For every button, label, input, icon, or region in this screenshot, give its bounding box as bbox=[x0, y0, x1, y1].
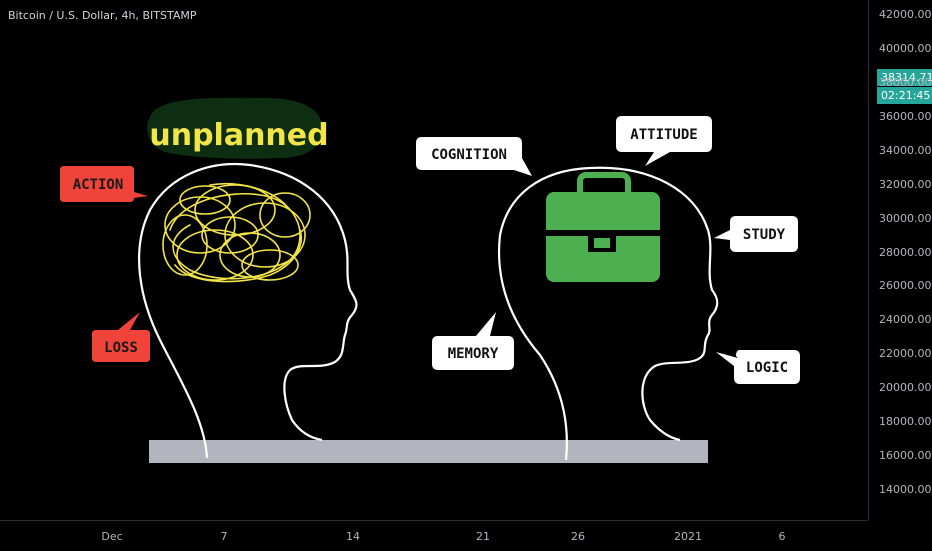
countdown-badge: 02:21:45 bbox=[877, 86, 932, 104]
y-tick-label: 22000.00 bbox=[879, 347, 932, 361]
y-tick-label: 14000.00 bbox=[879, 483, 932, 496]
scribble-brain bbox=[162, 182, 311, 283]
headline-group: unplanned bbox=[147, 97, 329, 159]
x-tick-label: 6 bbox=[778, 530, 786, 543]
x-tick-label: 2021 bbox=[674, 530, 702, 543]
x-tick-label: 7 bbox=[220, 530, 228, 543]
bubble-logic: LOGIC bbox=[716, 350, 800, 384]
x-tick-label: Dec bbox=[101, 530, 123, 543]
bubble-action-label: ACTION bbox=[73, 177, 124, 193]
illustration: unplanned ACTION LOSS COGNITION bbox=[60, 97, 800, 463]
bubble-memory-label: MEMORY bbox=[448, 346, 499, 362]
x-tick-label: 21 bbox=[476, 530, 490, 543]
time-axis[interactable]: Dec 7 14 21 26 2021 6 bbox=[0, 520, 868, 551]
left-head-outline bbox=[138, 163, 358, 459]
y-tick-label: 34000.00 bbox=[879, 143, 932, 157]
y-tick-label: 40000.00 bbox=[879, 41, 932, 55]
bubble-cognition: COGNITION bbox=[416, 137, 532, 176]
y-tick-label: 42000.00 bbox=[879, 8, 932, 21]
briefcase-icon bbox=[546, 172, 660, 282]
bubble-cognition-label: COGNITION bbox=[431, 147, 507, 163]
bubble-attitude-label: ATTITUDE bbox=[630, 127, 697, 143]
y-tick-label: 32000.00 bbox=[879, 177, 932, 191]
bubble-action: ACTION bbox=[60, 166, 148, 202]
bubble-loss: LOSS bbox=[92, 312, 150, 362]
y-tick-label: 36000.00 bbox=[879, 109, 932, 123]
y-tick-label: 16000.00 bbox=[879, 449, 932, 463]
bubble-attitude: ATTITUDE bbox=[616, 116, 712, 166]
x-tick-label: 26 bbox=[571, 530, 585, 543]
y-tick-label: 28000.00 bbox=[879, 245, 932, 259]
price-axis[interactable]: 38314.71 02:21:45 42000.00 40000.00 38000.… bbox=[868, 0, 932, 520]
y-tick-label: 24000.00 bbox=[879, 313, 932, 327]
y-tick-label: 20000.00 bbox=[879, 381, 932, 395]
bubble-logic-label: LOGIC bbox=[746, 360, 788, 376]
base-bar bbox=[149, 440, 708, 463]
bubble-study: STUDY bbox=[714, 216, 798, 252]
bubble-memory: MEMORY bbox=[432, 312, 514, 370]
headline-text: unplanned bbox=[149, 118, 328, 153]
x-tick-label: 14 bbox=[346, 530, 360, 543]
right-head-outline bbox=[498, 166, 719, 461]
y-tick-label: 18000.00 bbox=[879, 415, 932, 429]
bubble-loss-label: LOSS bbox=[104, 340, 138, 356]
y-tick-label: 38000.00 bbox=[879, 75, 932, 89]
symbol-title: Bitcoin / U.S. Dollar, 4h, BITSTAMP bbox=[8, 9, 197, 22]
last-price-badge: 38314.71 bbox=[877, 68, 932, 86]
y-tick-label: 26000.00 bbox=[879, 279, 932, 293]
y-tick-label: 30000.00 bbox=[879, 211, 932, 225]
bubble-study-label: STUDY bbox=[743, 227, 786, 243]
